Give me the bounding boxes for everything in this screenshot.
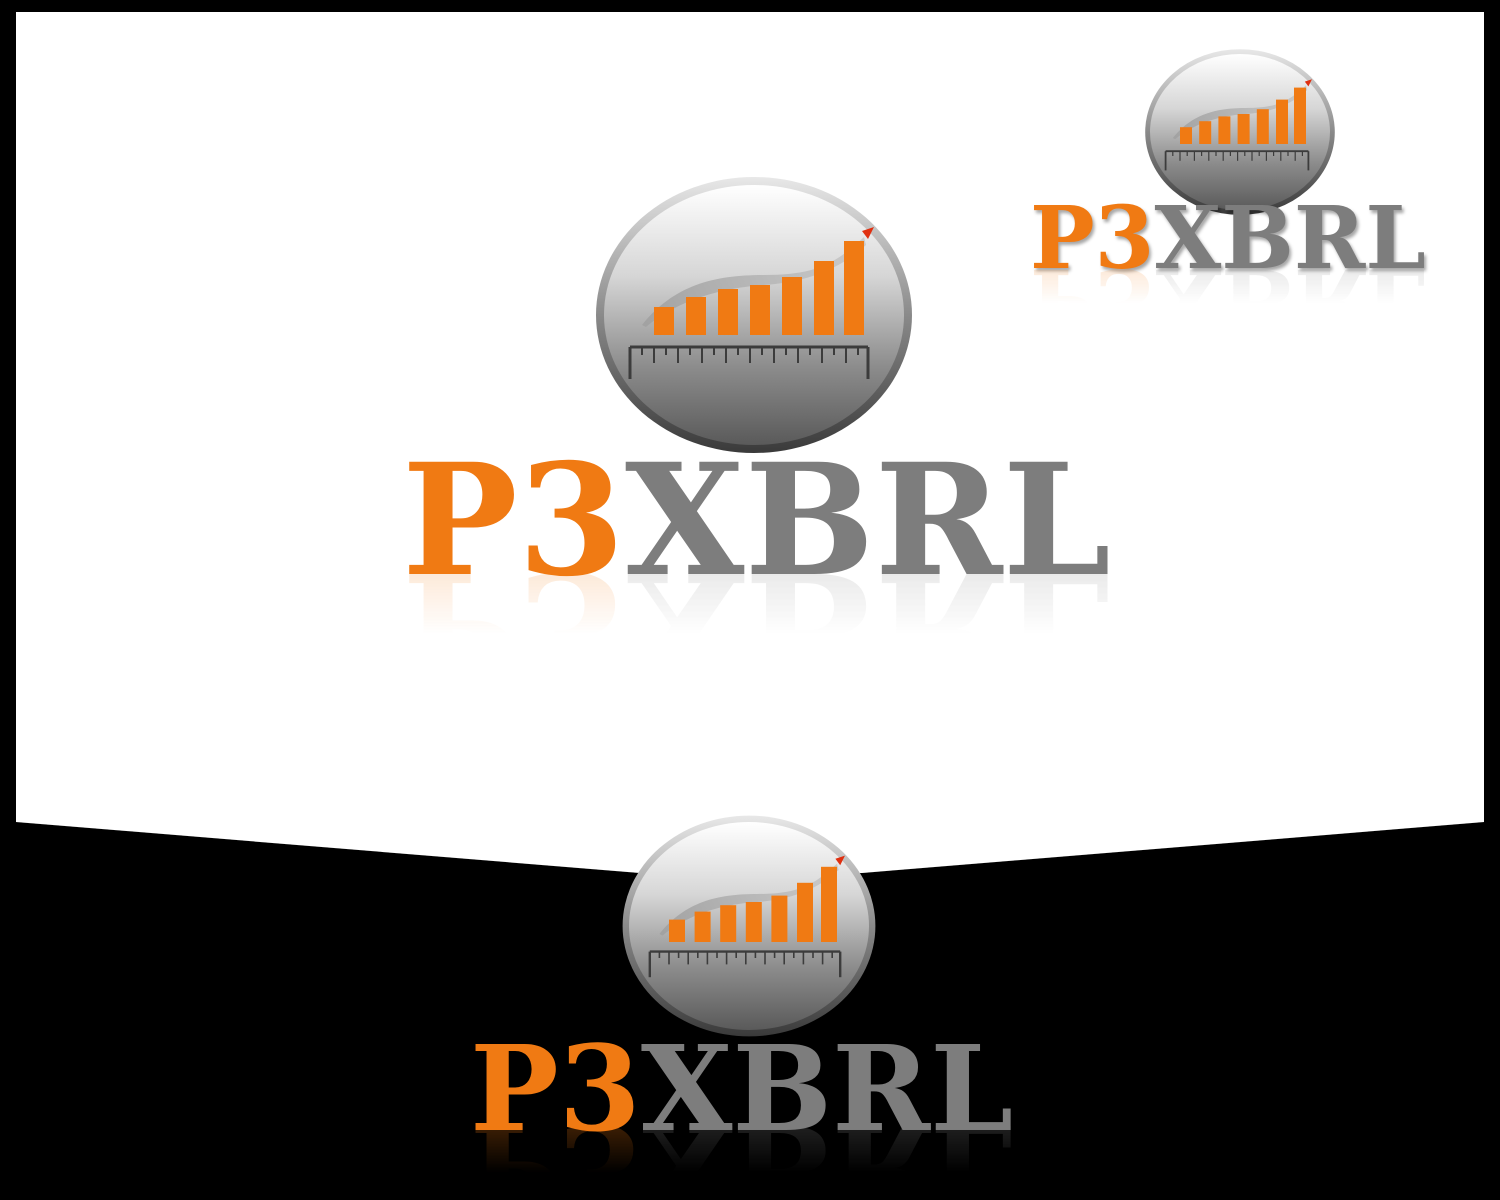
brand-wordmark-reflection: P3XBRL — [402, 537, 1111, 718]
brand-name-part2: XBRL — [640, 1019, 1014, 1158]
brand-name-part1-reflection: P3 — [402, 537, 625, 718]
growth-chart-ruler-icon — [621, 814, 877, 1038]
brand-wordmark: P3XBRL — [402, 444, 1111, 598]
brand-name-part1-reflection: P3 — [1030, 249, 1155, 350]
brand-name-part1: P3 — [402, 430, 625, 611]
brand-wordmark: P3XBRL — [470, 1030, 1013, 1148]
brand-wordmark-reflection: P3XBRL — [1030, 249, 1426, 350]
brand-name-part2: XBRL — [624, 430, 1111, 611]
brand-name-part2: XBRL — [1154, 188, 1426, 289]
brand-name-part2-reflection: XBRL — [624, 537, 1111, 718]
growth-chart-ruler-icon — [594, 175, 914, 455]
brand-wordmark: P3XBRL — [1030, 196, 1426, 282]
brand-name-part2-reflection: XBRL — [640, 1098, 1014, 1200]
brand-name-part1-reflection: P3 — [470, 1098, 641, 1200]
brand-name-part1: P3 — [1030, 188, 1155, 289]
brand-name-part1: P3 — [470, 1019, 641, 1158]
brand-name-part2-reflection: XBRL — [1154, 249, 1426, 350]
brand-wordmark-reflection: P3XBRL — [470, 1098, 1013, 1200]
